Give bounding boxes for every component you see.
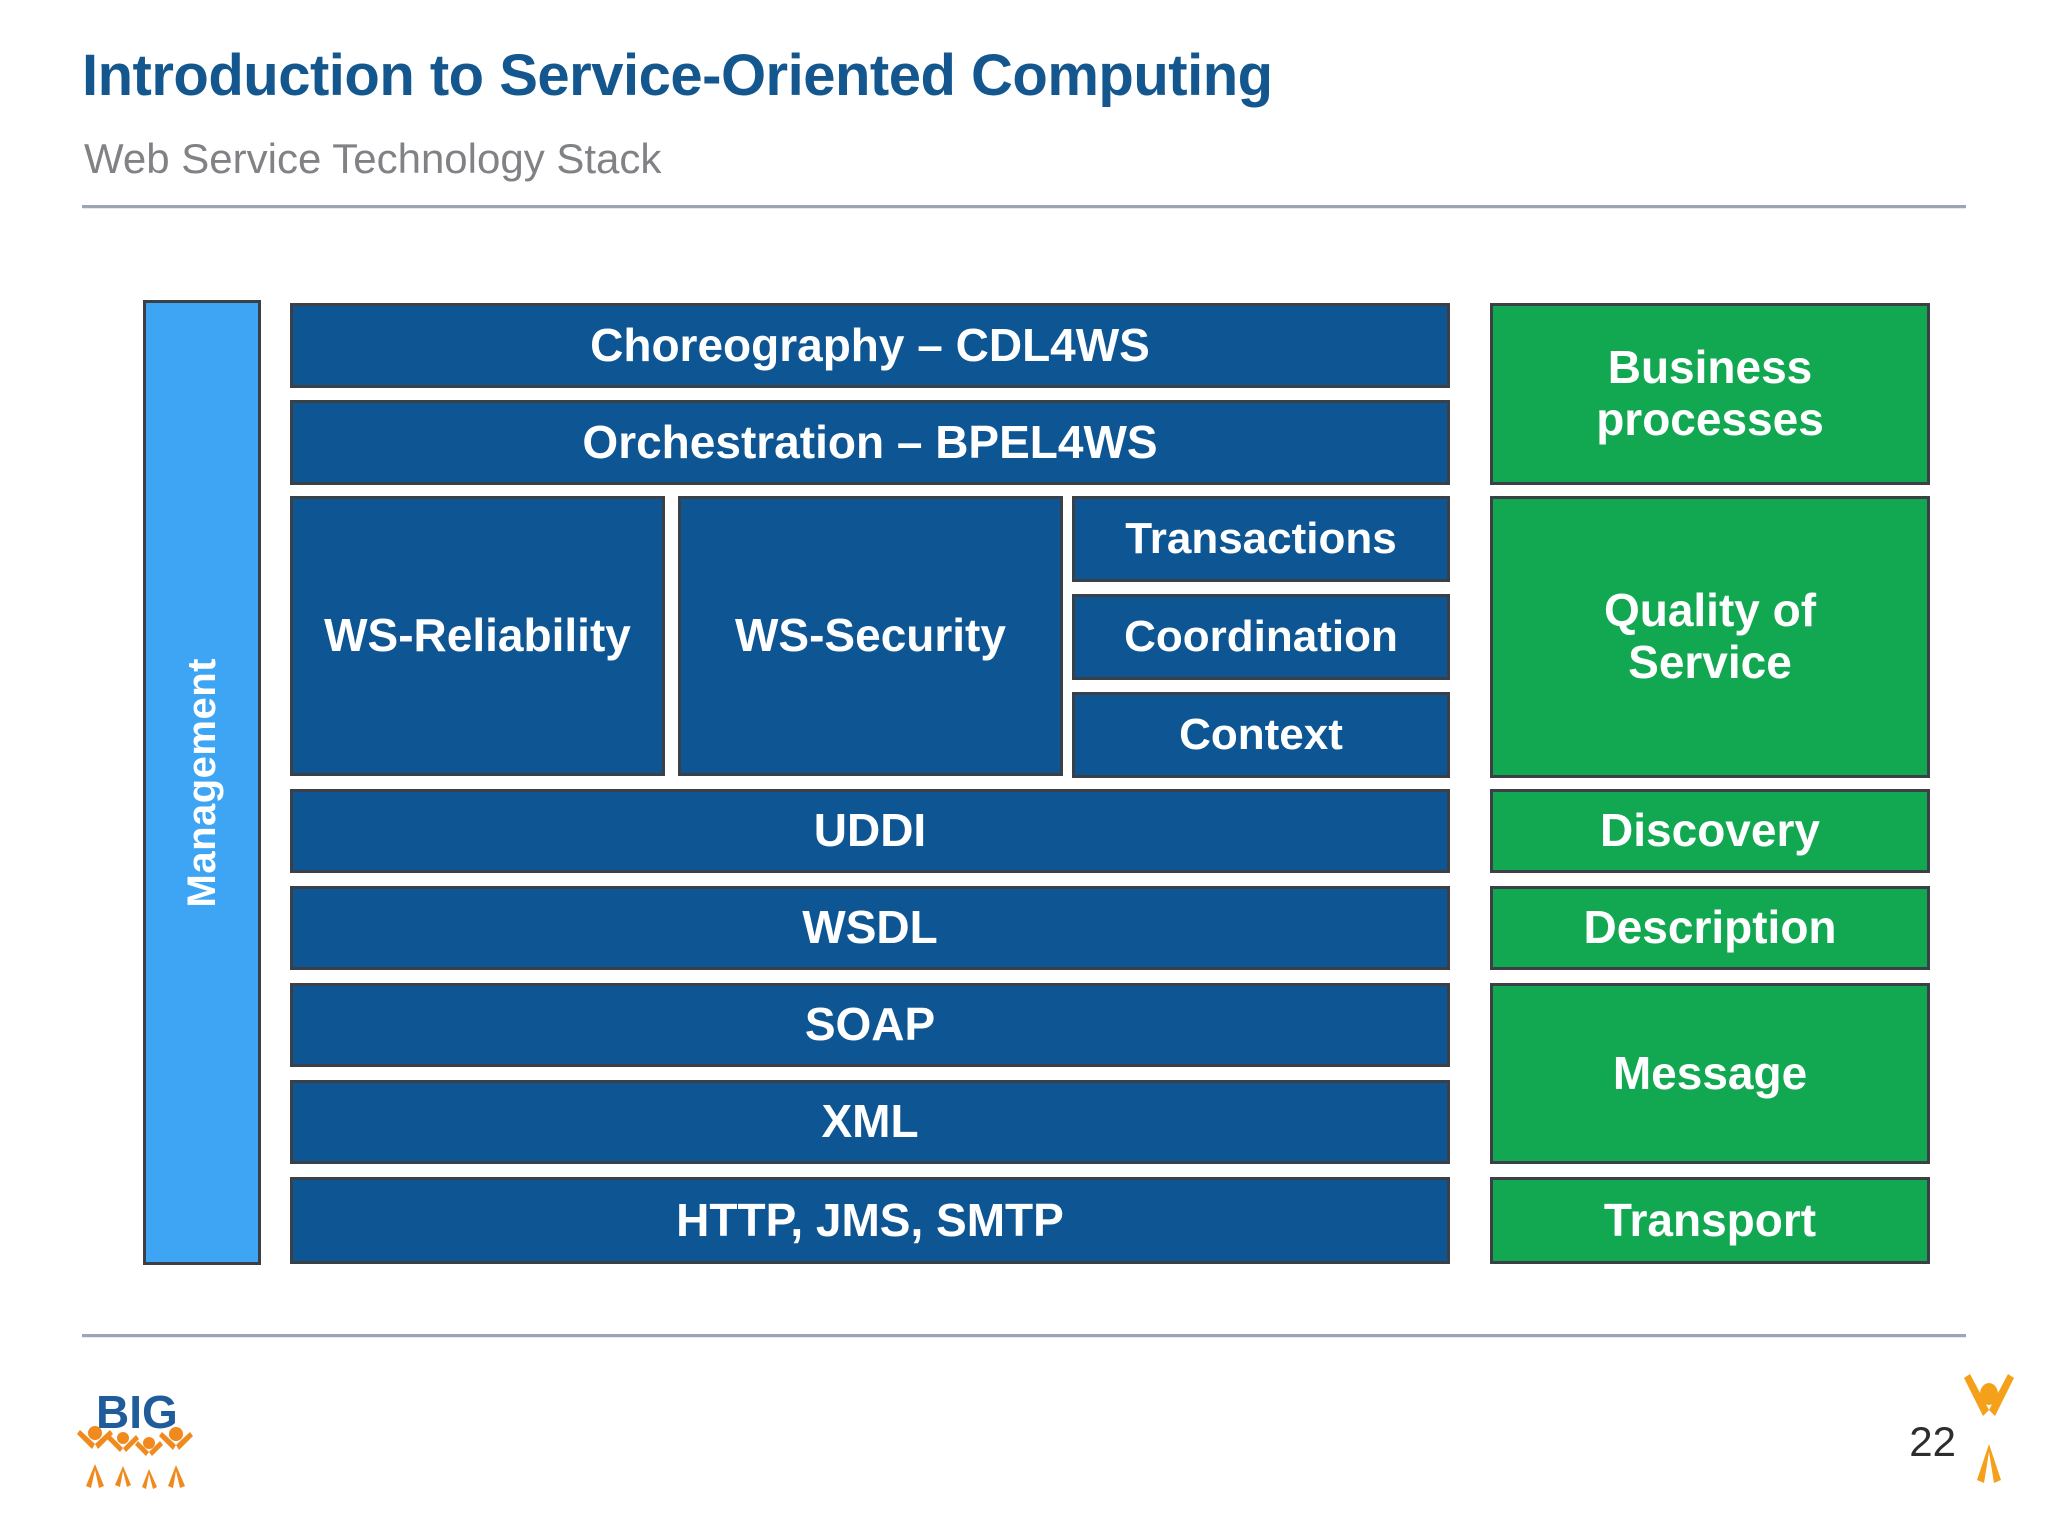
stack-box-wsdl[interactable]: WSDL — [290, 886, 1450, 970]
page-number: 22 — [1909, 1418, 1956, 1465]
header-divider — [82, 205, 1966, 208]
page-title: Introduction to Service-Oriented Computi… — [82, 43, 1273, 108]
stack-box-transactions[interactable]: Transactions — [1072, 496, 1450, 582]
big-logo: BIG — [72, 1386, 208, 1496]
stack-box-http-jms-smtp[interactable]: HTTP, JMS, SMTP — [290, 1177, 1450, 1264]
management-bar[interactable]: Management — [143, 300, 261, 1265]
layer-box-quality-of-service[interactable]: Quality of Service — [1490, 496, 1930, 778]
stack-box-coordination[interactable]: Coordination — [1072, 594, 1450, 680]
layer-box-business-processes[interactable]: Business processes — [1490, 303, 1930, 485]
stack-box-uddi[interactable]: UDDI — [290, 789, 1450, 873]
stack-box-context[interactable]: Context — [1072, 692, 1450, 778]
footer-divider — [82, 1334, 1966, 1337]
layer-box-discovery[interactable]: Discovery — [1490, 789, 1930, 873]
page-subtitle: Web Service Technology Stack — [84, 135, 662, 182]
person-icon — [1960, 1372, 2018, 1484]
layer-box-transport[interactable]: Transport — [1490, 1177, 1930, 1264]
stack-box-soap[interactable]: SOAP — [290, 983, 1450, 1067]
svg-text:BIG: BIG — [96, 1386, 178, 1438]
layer-box-description[interactable]: Description — [1490, 886, 1930, 970]
management-bar-label: Management — [179, 657, 224, 908]
stack-box-xml[interactable]: XML — [290, 1080, 1450, 1164]
layer-box-message[interactable]: Message — [1490, 983, 1930, 1164]
stack-box-choreography[interactable]: Choreography – CDL4WS — [290, 303, 1450, 388]
stack-box-ws-reliability[interactable]: WS-Reliability — [290, 496, 665, 776]
stack-box-ws-security[interactable]: WS-Security — [678, 496, 1063, 776]
stack-box-orchestration[interactable]: Orchestration – BPEL4WS — [290, 400, 1450, 485]
